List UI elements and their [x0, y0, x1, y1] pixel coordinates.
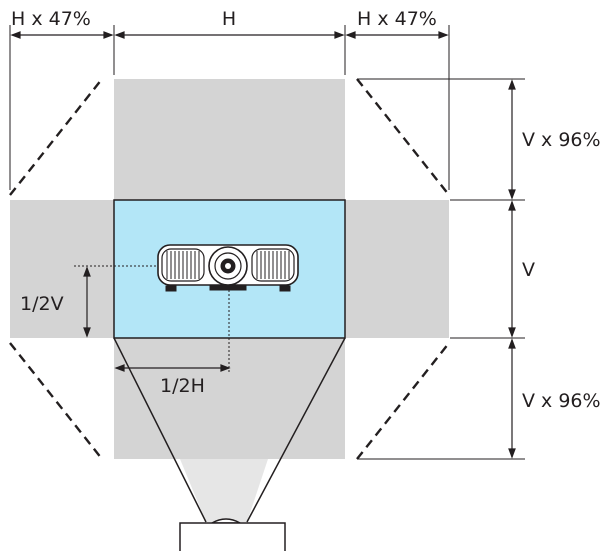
label-h-47-right: H x 47% [357, 8, 437, 30]
dimension-arrows [10, 31, 516, 459]
label-half-h: 1/2H [160, 375, 205, 397]
shift-area-right [345, 200, 449, 338]
label-half-v: 1/2V [20, 293, 64, 315]
label-v-96-bottom: V x 96% [522, 390, 601, 412]
extension-lines [9, 25, 525, 460]
shift-range-outline [9, 78, 450, 460]
projector-icon [157, 244, 299, 292]
shift-area-top [114, 79, 345, 200]
guide-lines [74, 265, 230, 374]
projector-bottom [179, 518, 286, 551]
label-h: H [222, 8, 236, 30]
throw-cone [180, 459, 268, 522]
label-v: V [522, 259, 535, 281]
label-v-96-top: V x 96% [522, 129, 601, 151]
shift-area-left [10, 200, 114, 338]
label-h-47-left: H x 47% [11, 8, 91, 30]
shift-area-bottom [114, 338, 345, 459]
throw-lines [113, 337, 346, 523]
